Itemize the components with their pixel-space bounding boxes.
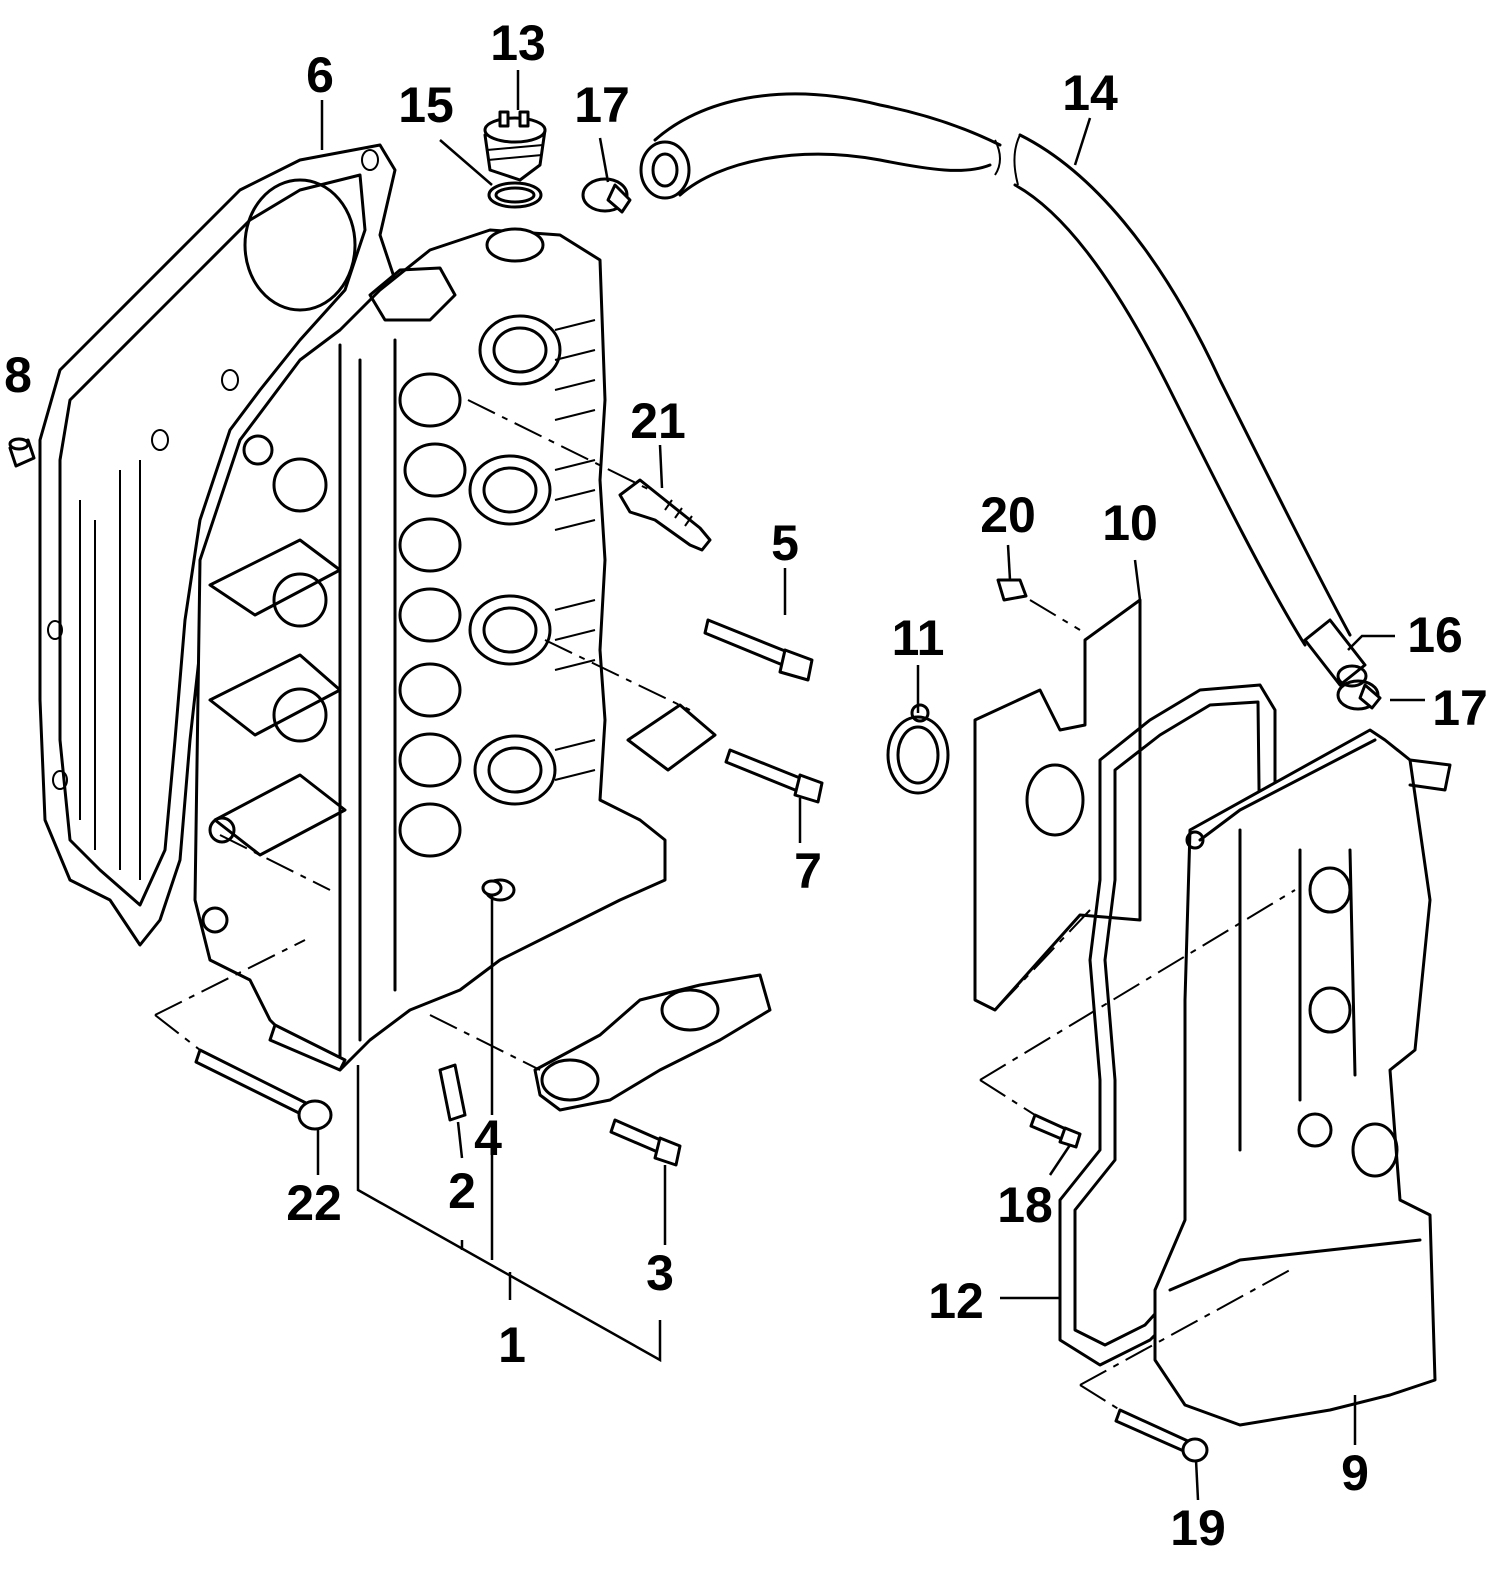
callout-15: 15 [398,77,454,133]
bolt-part-19 [1114,1408,1209,1463]
callout-5: 5 [771,515,799,571]
callout-18: 18 [997,1177,1053,1233]
callout-17-top: 17 [574,77,630,133]
bolt-part-7 [724,748,824,804]
callout-3: 3 [646,1245,674,1301]
callout-9: 9 [1341,1445,1369,1501]
bolt-part-18 [1029,1113,1082,1149]
callout-22: 22 [286,1175,342,1231]
camshaft-holder-lower [533,973,772,1112]
callout-1: 1 [498,1317,526,1373]
camshaft-holder-upper [626,703,717,772]
callout-12: 12 [928,1273,984,1329]
water-hose-part-14 [639,92,1352,647]
assembly-center-lines [154,399,1296,1411]
hose-clamp-part-17-top [581,177,632,214]
cover-gasket-part-12 [1058,683,1277,1367]
leader-lines [316,70,1425,1501]
cylinder-head-cover-part-9 [1153,728,1452,1427]
cylinder-head-part-1 [193,227,667,1072]
bolt-part-5 [703,618,814,682]
bolt-part-22 [194,1048,333,1131]
dowel-pin-part-8 [8,437,36,468]
spark-plug-part-21 [618,478,712,552]
callout-13: 13 [490,15,546,71]
callout-4: 4 [474,1110,502,1166]
callout-7: 7 [794,843,822,899]
gasket-ring-part-11 [886,703,950,795]
o-ring-part-15 [487,181,543,209]
hose-pipe-part-16 [1303,618,1368,688]
callout-8: 8 [4,347,32,403]
callout-2: 2 [448,1163,476,1219]
callout-16: 16 [1407,607,1463,663]
screw-part-20 [996,578,1028,602]
callout-11: 11 [892,610,945,666]
callout-6: 6 [306,47,334,103]
callout-17-bottom: 17 [1432,680,1488,736]
dowel-part-4 [481,879,503,897]
callout-19: 19 [1170,1500,1226,1556]
bolt-part-3 [609,1118,682,1167]
callout-21: 21 [630,393,686,449]
callout-20: 20 [980,487,1036,543]
thermostat-cap-part-13 [483,110,547,182]
callout-10: 10 [1102,495,1158,551]
callout-14: 14 [1062,65,1118,121]
hose-clamp-part-17-bottom [1336,679,1382,711]
stud-part-2 [438,1063,467,1122]
callout-labels: 6 15 13 17 14 8 21 20 10 5 11 16 17 7 4 … [4,15,1488,1556]
